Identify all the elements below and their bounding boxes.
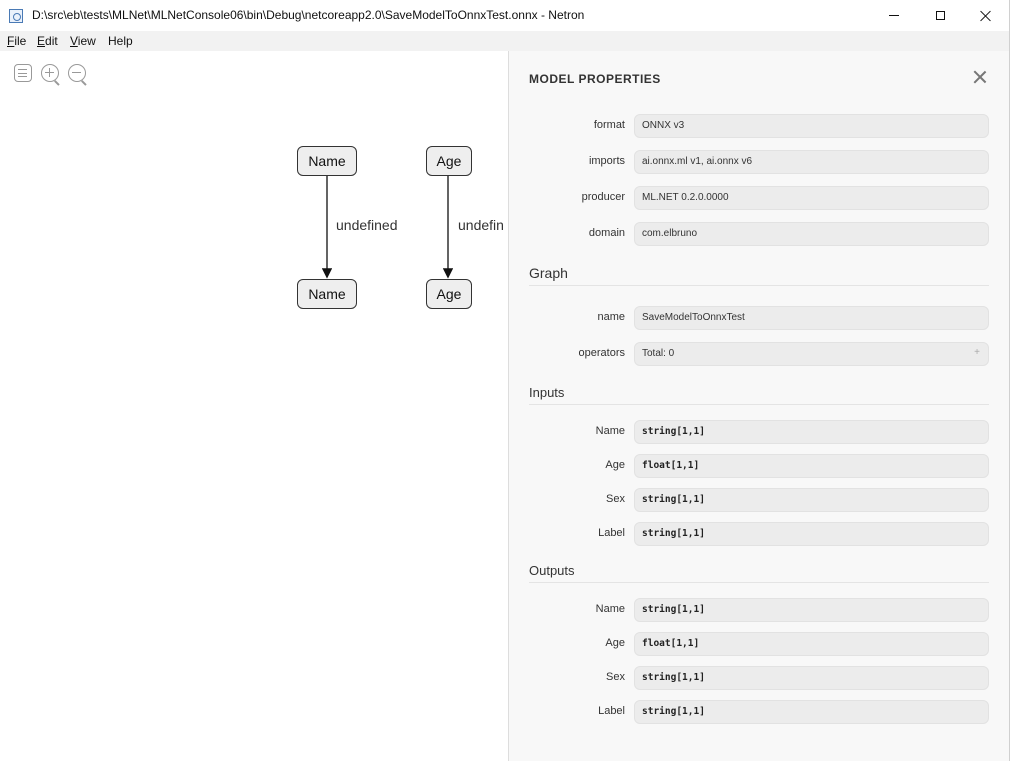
- prop-name: imports: [588, 155, 625, 167]
- model-properties-sidebar: MODEL PROPERTIES format ONNX v3 imports …: [508, 51, 1010, 761]
- edge-label-age: undefin: [458, 217, 504, 233]
- prop-name: Name: [595, 425, 625, 437]
- prop-value: ML.NET 0.2.0.0000: [634, 186, 989, 210]
- prop-row-imports: imports ai.onnx.ml v1, ai.onnx v6: [509, 150, 1010, 174]
- maximize-button[interactable]: [917, 0, 963, 31]
- close-window-button[interactable]: [963, 0, 1009, 31]
- input-row-name: Name string[1,1]: [509, 420, 1010, 444]
- menu-view-label: iew: [77, 34, 96, 48]
- minimize-button[interactable]: [871, 0, 917, 31]
- prop-value: float[1,1]: [634, 454, 989, 478]
- prop-value: ai.onnx.ml v1, ai.onnx v6: [634, 150, 989, 174]
- operators-value[interactable]: Total: 0 +: [634, 342, 989, 366]
- prop-value: string[1,1]: [634, 420, 989, 444]
- section-header-graph: Graph: [529, 265, 989, 286]
- sidebar-toggle-icon[interactable]: [14, 64, 32, 82]
- prop-row-producer: producer ML.NET 0.2.0.0000: [509, 186, 1010, 210]
- input-row-label: Label string[1,1]: [509, 522, 1010, 546]
- input-row-sex: Sex string[1,1]: [509, 488, 1010, 512]
- prop-name: Label: [598, 527, 625, 539]
- prop-value: float[1,1]: [634, 632, 989, 656]
- menu-file[interactable]: File: [7, 34, 26, 48]
- prop-name: format: [593, 119, 625, 131]
- close-icon[interactable]: [973, 70, 987, 84]
- prop-row-format: format ONNX v3: [509, 114, 1010, 138]
- prop-value: string[1,1]: [634, 522, 989, 546]
- prop-value: string[1,1]: [634, 666, 989, 690]
- prop-name: Name: [595, 603, 625, 615]
- graph-node-input-name[interactable]: Name: [297, 146, 357, 176]
- output-row-sex: Sex string[1,1]: [509, 666, 1010, 690]
- edge-label-name: undefined: [336, 217, 398, 233]
- menu-file-accel: F: [7, 34, 15, 48]
- prop-value: string[1,1]: [634, 700, 989, 724]
- maximize-icon: [935, 11, 945, 20]
- prop-name: Sex: [606, 671, 625, 683]
- output-row-label: Label string[1,1]: [509, 700, 1010, 724]
- prop-name: domain: [588, 227, 625, 239]
- prop-value: string[1,1]: [634, 598, 989, 622]
- prop-value: com.elbruno: [634, 222, 989, 246]
- prop-name: producer: [581, 191, 625, 203]
- graph-edges: [321, 176, 454, 279]
- netron-app-icon: [9, 9, 23, 23]
- prop-name: operators: [578, 347, 625, 359]
- graph-node-output-name[interactable]: Name: [297, 279, 357, 309]
- sidebar-title: MODEL PROPERTIES: [529, 72, 661, 86]
- output-row-age: Age float[1,1]: [509, 632, 1010, 656]
- prop-value: SaveModelToOnnxTest: [634, 306, 989, 330]
- menu-edit[interactable]: Edit: [37, 34, 58, 48]
- expand-icon[interactable]: +: [974, 347, 980, 358]
- menu-view[interactable]: View: [70, 34, 96, 48]
- prop-name: Sex: [606, 493, 625, 505]
- prop-name: name: [597, 311, 625, 323]
- operators-total: Total: 0: [642, 348, 675, 359]
- graph-canvas[interactable]: Name Age undefined undefin Name Age: [1, 51, 508, 760]
- close-icon: [980, 10, 992, 22]
- prop-row-operators: operators Total: 0 +: [509, 342, 1010, 366]
- menu-view-accel: V: [70, 34, 78, 48]
- prop-value: string[1,1]: [634, 488, 989, 512]
- window-title: D:\src\eb\tests\MLNet\MLNetConsole06\bin…: [32, 8, 585, 22]
- graph-node-output-age[interactable]: Age: [426, 279, 472, 309]
- output-row-name: Name string[1,1]: [509, 598, 1010, 622]
- input-row-age: Age float[1,1]: [509, 454, 1010, 478]
- zoom-in-icon[interactable]: [41, 64, 59, 82]
- minimize-icon: [889, 15, 899, 16]
- menu-edit-label: dit: [45, 34, 58, 48]
- prop-name: Label: [598, 705, 625, 717]
- menu-bar: File Edit View Help: [0, 31, 1010, 51]
- menu-help[interactable]: Help: [108, 34, 133, 48]
- menu-help-label: Help: [108, 34, 133, 48]
- prop-row-domain: domain com.elbruno: [509, 222, 1010, 246]
- section-header-outputs: Outputs: [529, 563, 989, 583]
- section-header-inputs: Inputs: [529, 385, 989, 405]
- prop-name: Age: [605, 637, 625, 649]
- graph-node-input-age[interactable]: Age: [426, 146, 472, 176]
- menu-edit-accel: E: [37, 34, 46, 48]
- menu-file-label: ile: [14, 34, 27, 48]
- prop-row-graph-name: name SaveModelToOnnxTest: [509, 306, 1010, 330]
- prop-value: ONNX v3: [634, 114, 989, 138]
- zoom-out-icon[interactable]: [68, 64, 86, 82]
- prop-name: Age: [605, 459, 625, 471]
- title-bar: D:\src\eb\tests\MLNet\MLNetConsole06\bin…: [0, 0, 1010, 31]
